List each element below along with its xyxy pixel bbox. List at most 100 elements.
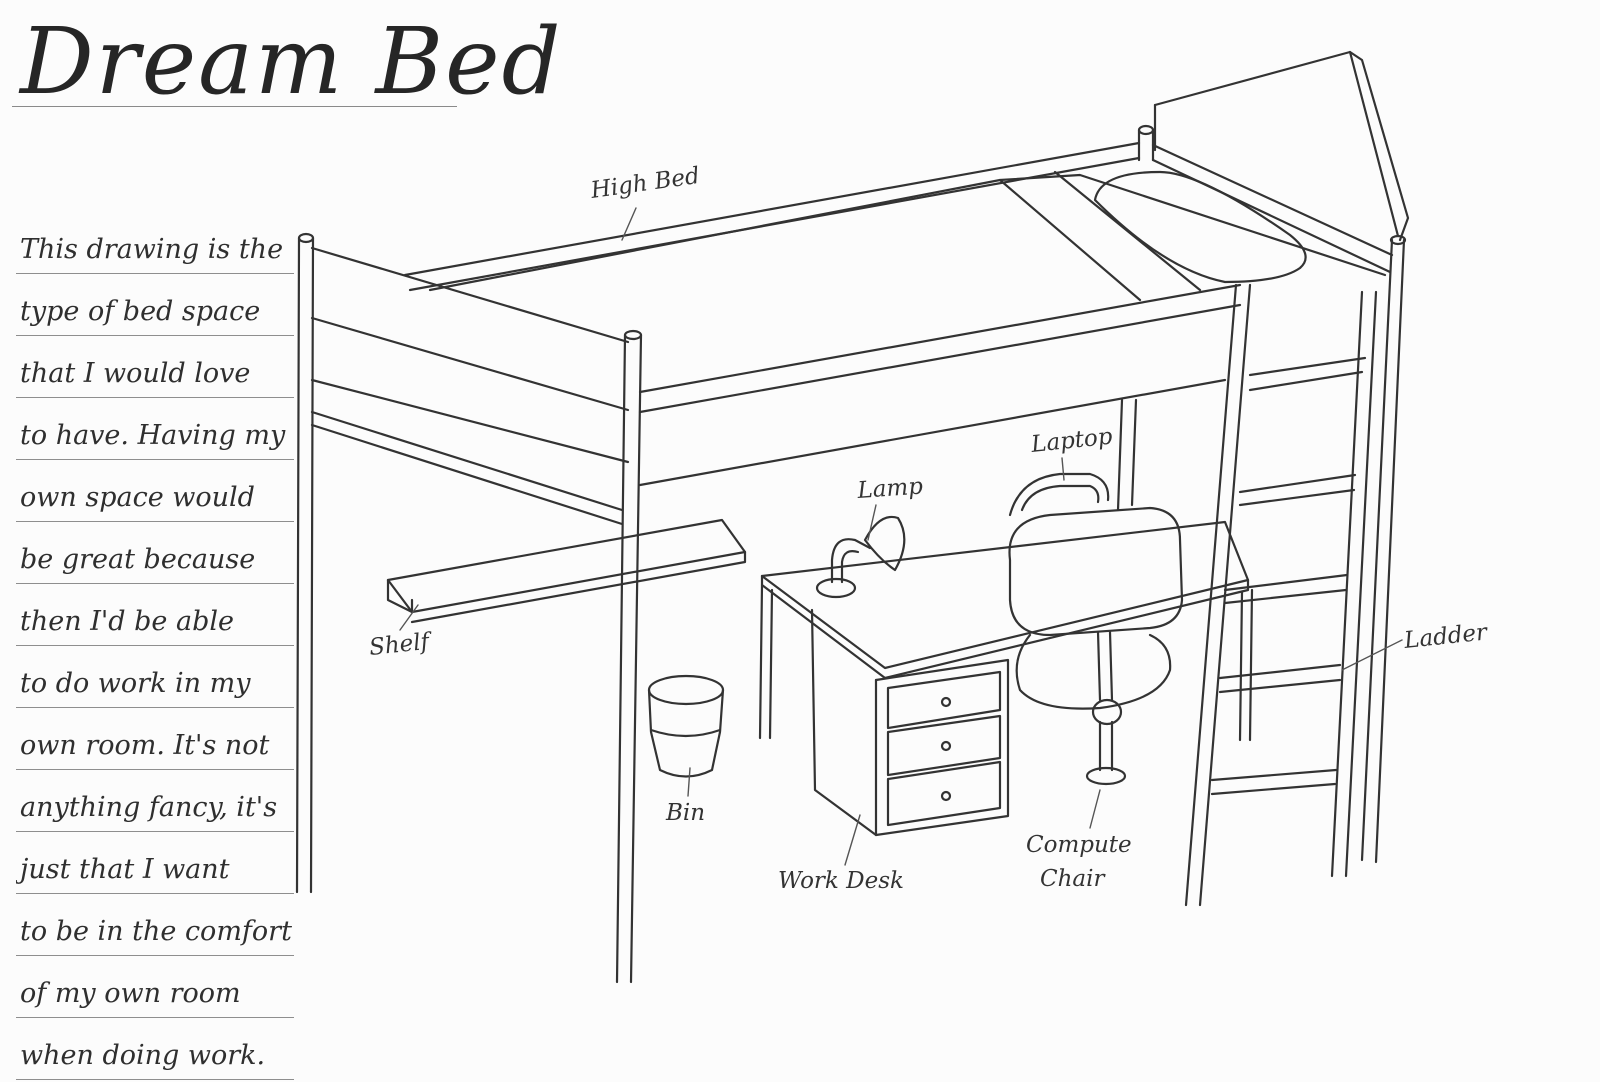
- leader-line: [1061, 457, 1065, 481]
- description-line: to do work in my: [16, 646, 294, 708]
- description-line: be great because: [16, 522, 294, 584]
- lamp: [815, 515, 906, 599]
- footboard-mid: [310, 316, 630, 412]
- description-line: to have. Having my: [16, 398, 294, 460]
- description-line: then I'd be able: [16, 584, 294, 646]
- chair-seat: [1015, 633, 1172, 710]
- desk-leg: [1238, 588, 1254, 742]
- drawer: [886, 760, 1002, 827]
- description-line: just that I want: [16, 832, 294, 894]
- ladder-rung: [1223, 573, 1349, 605]
- label-bin: Bin: [665, 800, 705, 826]
- label-work-desk: Work Desk: [778, 868, 904, 894]
- lamp-base: [815, 577, 857, 599]
- description-line: of my own room: [16, 956, 294, 1018]
- label-laptop: Laptop: [1029, 424, 1114, 459]
- pillow: [1093, 170, 1307, 284]
- leader-line: [1089, 789, 1101, 829]
- head-rail-top: [1151, 143, 1394, 257]
- front-rail-lower: [638, 378, 1227, 487]
- back-rail-top: [403, 141, 1141, 277]
- leader-line: [399, 604, 419, 631]
- desk-top-edge: [760, 574, 1250, 680]
- leader-line: [1341, 639, 1403, 671]
- left-front-post: [615, 333, 627, 984]
- work-desk: [758, 520, 1254, 837]
- chair-knob: [1091, 698, 1123, 726]
- description-line: This drawing is the: [16, 212, 294, 274]
- leader-line: [621, 207, 637, 241]
- title-underline: [12, 106, 457, 107]
- bin-rim: [647, 674, 725, 706]
- desk-top: [760, 520, 1250, 670]
- chair-seat-back: [1008, 506, 1184, 637]
- footboard-bar: [310, 410, 624, 512]
- left-back-post-edge: [309, 236, 315, 894]
- page-title: Dream Bed: [20, 8, 563, 115]
- bin: [647, 674, 725, 778]
- bin-band: [649, 728, 722, 738]
- headboard-top: [1153, 50, 1410, 242]
- shelf-edge: [410, 550, 747, 624]
- ladder-rung: [1238, 473, 1357, 507]
- description-line: that I would love: [16, 336, 294, 398]
- chair-stem: [1098, 720, 1114, 772]
- shelf-board: [386, 518, 747, 614]
- leader-line: [687, 767, 691, 797]
- post-cap: [1389, 234, 1407, 246]
- shelf-bracket: [386, 578, 414, 614]
- description-line: own room. It's not: [16, 708, 294, 770]
- headboard-inner-edge: [1348, 50, 1400, 238]
- computer-chair: [1008, 472, 1184, 786]
- label-ladder: Ladder: [1402, 619, 1490, 654]
- description-line: anything fancy, it's: [16, 770, 294, 832]
- mattress-top: [428, 173, 1387, 292]
- ladder-rail: [1330, 290, 1378, 878]
- post-cap: [1137, 124, 1155, 136]
- label-lamp: Lamp: [856, 473, 924, 504]
- footboard-bar-edge: [310, 423, 624, 526]
- chair-base: [1085, 766, 1127, 786]
- label-high-bed: High Bed: [588, 163, 701, 204]
- lamp-arm: [830, 538, 872, 584]
- drawer-knob: [940, 790, 952, 802]
- footboard-lower: [310, 378, 630, 464]
- description-line: when doing work.: [16, 1018, 294, 1080]
- back-right-post: [1360, 238, 1394, 862]
- post-cap: [297, 232, 315, 244]
- drawer: [886, 714, 1002, 777]
- drawer: [886, 670, 1002, 730]
- left-front-post-edge: [629, 333, 643, 984]
- ladder: [1210, 290, 1378, 878]
- label-computer-chair-line1: Compute: [1026, 832, 1132, 858]
- label-shelf: Shelf: [368, 628, 434, 660]
- front-rail-top: [638, 283, 1242, 394]
- right-front-post: [1184, 283, 1238, 907]
- label-computer-chair-line2: Chair: [1040, 866, 1106, 892]
- under-bed-leg: [1116, 398, 1138, 512]
- shelf: [386, 518, 747, 624]
- side-rail: [1248, 356, 1367, 392]
- lamp-arm: [840, 550, 860, 584]
- description-line: to be in the comfort: [16, 894, 294, 956]
- footboard-top: [310, 246, 630, 344]
- front-rail-bottom: [638, 303, 1242, 414]
- blanket-fold: [998, 178, 1142, 302]
- post-cap: [623, 329, 643, 341]
- description-line: own space would: [16, 460, 294, 522]
- drawer-unit: [874, 658, 1010, 837]
- bin-body: [647, 688, 725, 778]
- chair-column: [1096, 630, 1114, 702]
- drawer-knob: [940, 696, 952, 708]
- chair-back: [1008, 472, 1110, 517]
- description-line: type of bed space: [16, 274, 294, 336]
- desk-side-panel: [810, 608, 878, 837]
- high-bed: [295, 50, 1410, 984]
- ladder-rung: [1218, 663, 1342, 694]
- drawer-knob: [940, 740, 952, 752]
- lamp-shade: [863, 515, 906, 572]
- description-text: This drawing is the type of bed space th…: [16, 212, 294, 1080]
- leader-line: [844, 814, 861, 866]
